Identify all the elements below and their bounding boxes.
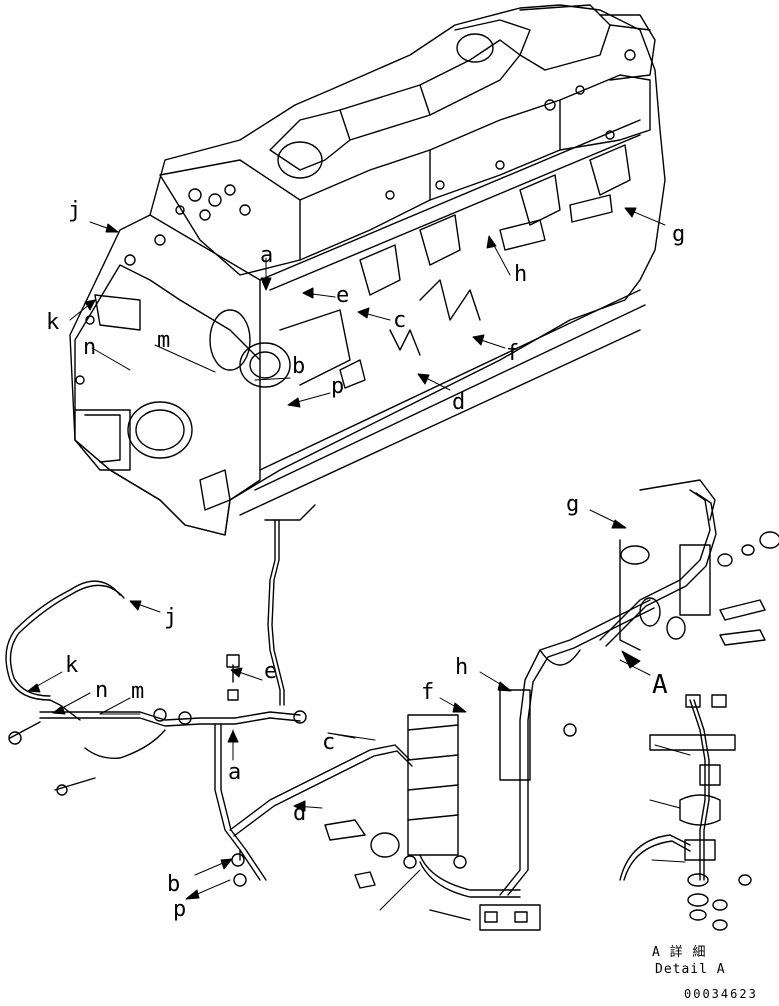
label-lower-j: j — [164, 605, 178, 630]
label-lower-n: n — [95, 678, 109, 703]
label-lower-e: e — [264, 659, 278, 684]
label-upper-j: j — [68, 198, 82, 223]
part-number: 00034623 — [684, 987, 758, 1001]
label-upper-a: a — [260, 243, 274, 268]
label-upper-d: d — [452, 390, 466, 415]
label-lower-g: g — [566, 492, 580, 517]
label-lower-d: d — [293, 801, 307, 826]
label-upper-b: b — [292, 354, 306, 379]
label-upper-p: p — [331, 374, 345, 399]
label-lower-m: m — [131, 679, 145, 704]
label-upper-e: e — [336, 283, 350, 308]
lower-leader-arrows — [28, 510, 650, 910]
label-lower-a: a — [228, 760, 242, 785]
wiring-harness-drawing — [6, 480, 779, 930]
label-lower-c: c — [322, 730, 336, 755]
label-upper-g: g — [672, 222, 686, 247]
detail-a-leaders — [650, 745, 690, 862]
label-upper-h: h — [514, 262, 528, 287]
detail-caption-jp: A 詳 細 — [652, 945, 707, 960]
label-lower-h: h — [455, 655, 469, 680]
label-lower-f: f — [421, 680, 435, 705]
label-lower-b: b — [167, 872, 181, 897]
label-upper-c: c — [393, 308, 407, 333]
upper-leader-arrows — [70, 208, 665, 407]
label-upper-k: k — [46, 310, 60, 335]
label-lower-A: A — [652, 670, 668, 700]
engine-block-drawing — [70, 5, 665, 535]
detail-caption-en: Detail A — [655, 962, 726, 977]
label-lower-p: p — [173, 897, 187, 922]
label-upper-m: m — [157, 328, 171, 353]
label-upper-f: f — [506, 341, 520, 366]
label-lower-k: k — [65, 653, 79, 678]
label-upper-n: n — [83, 335, 97, 360]
